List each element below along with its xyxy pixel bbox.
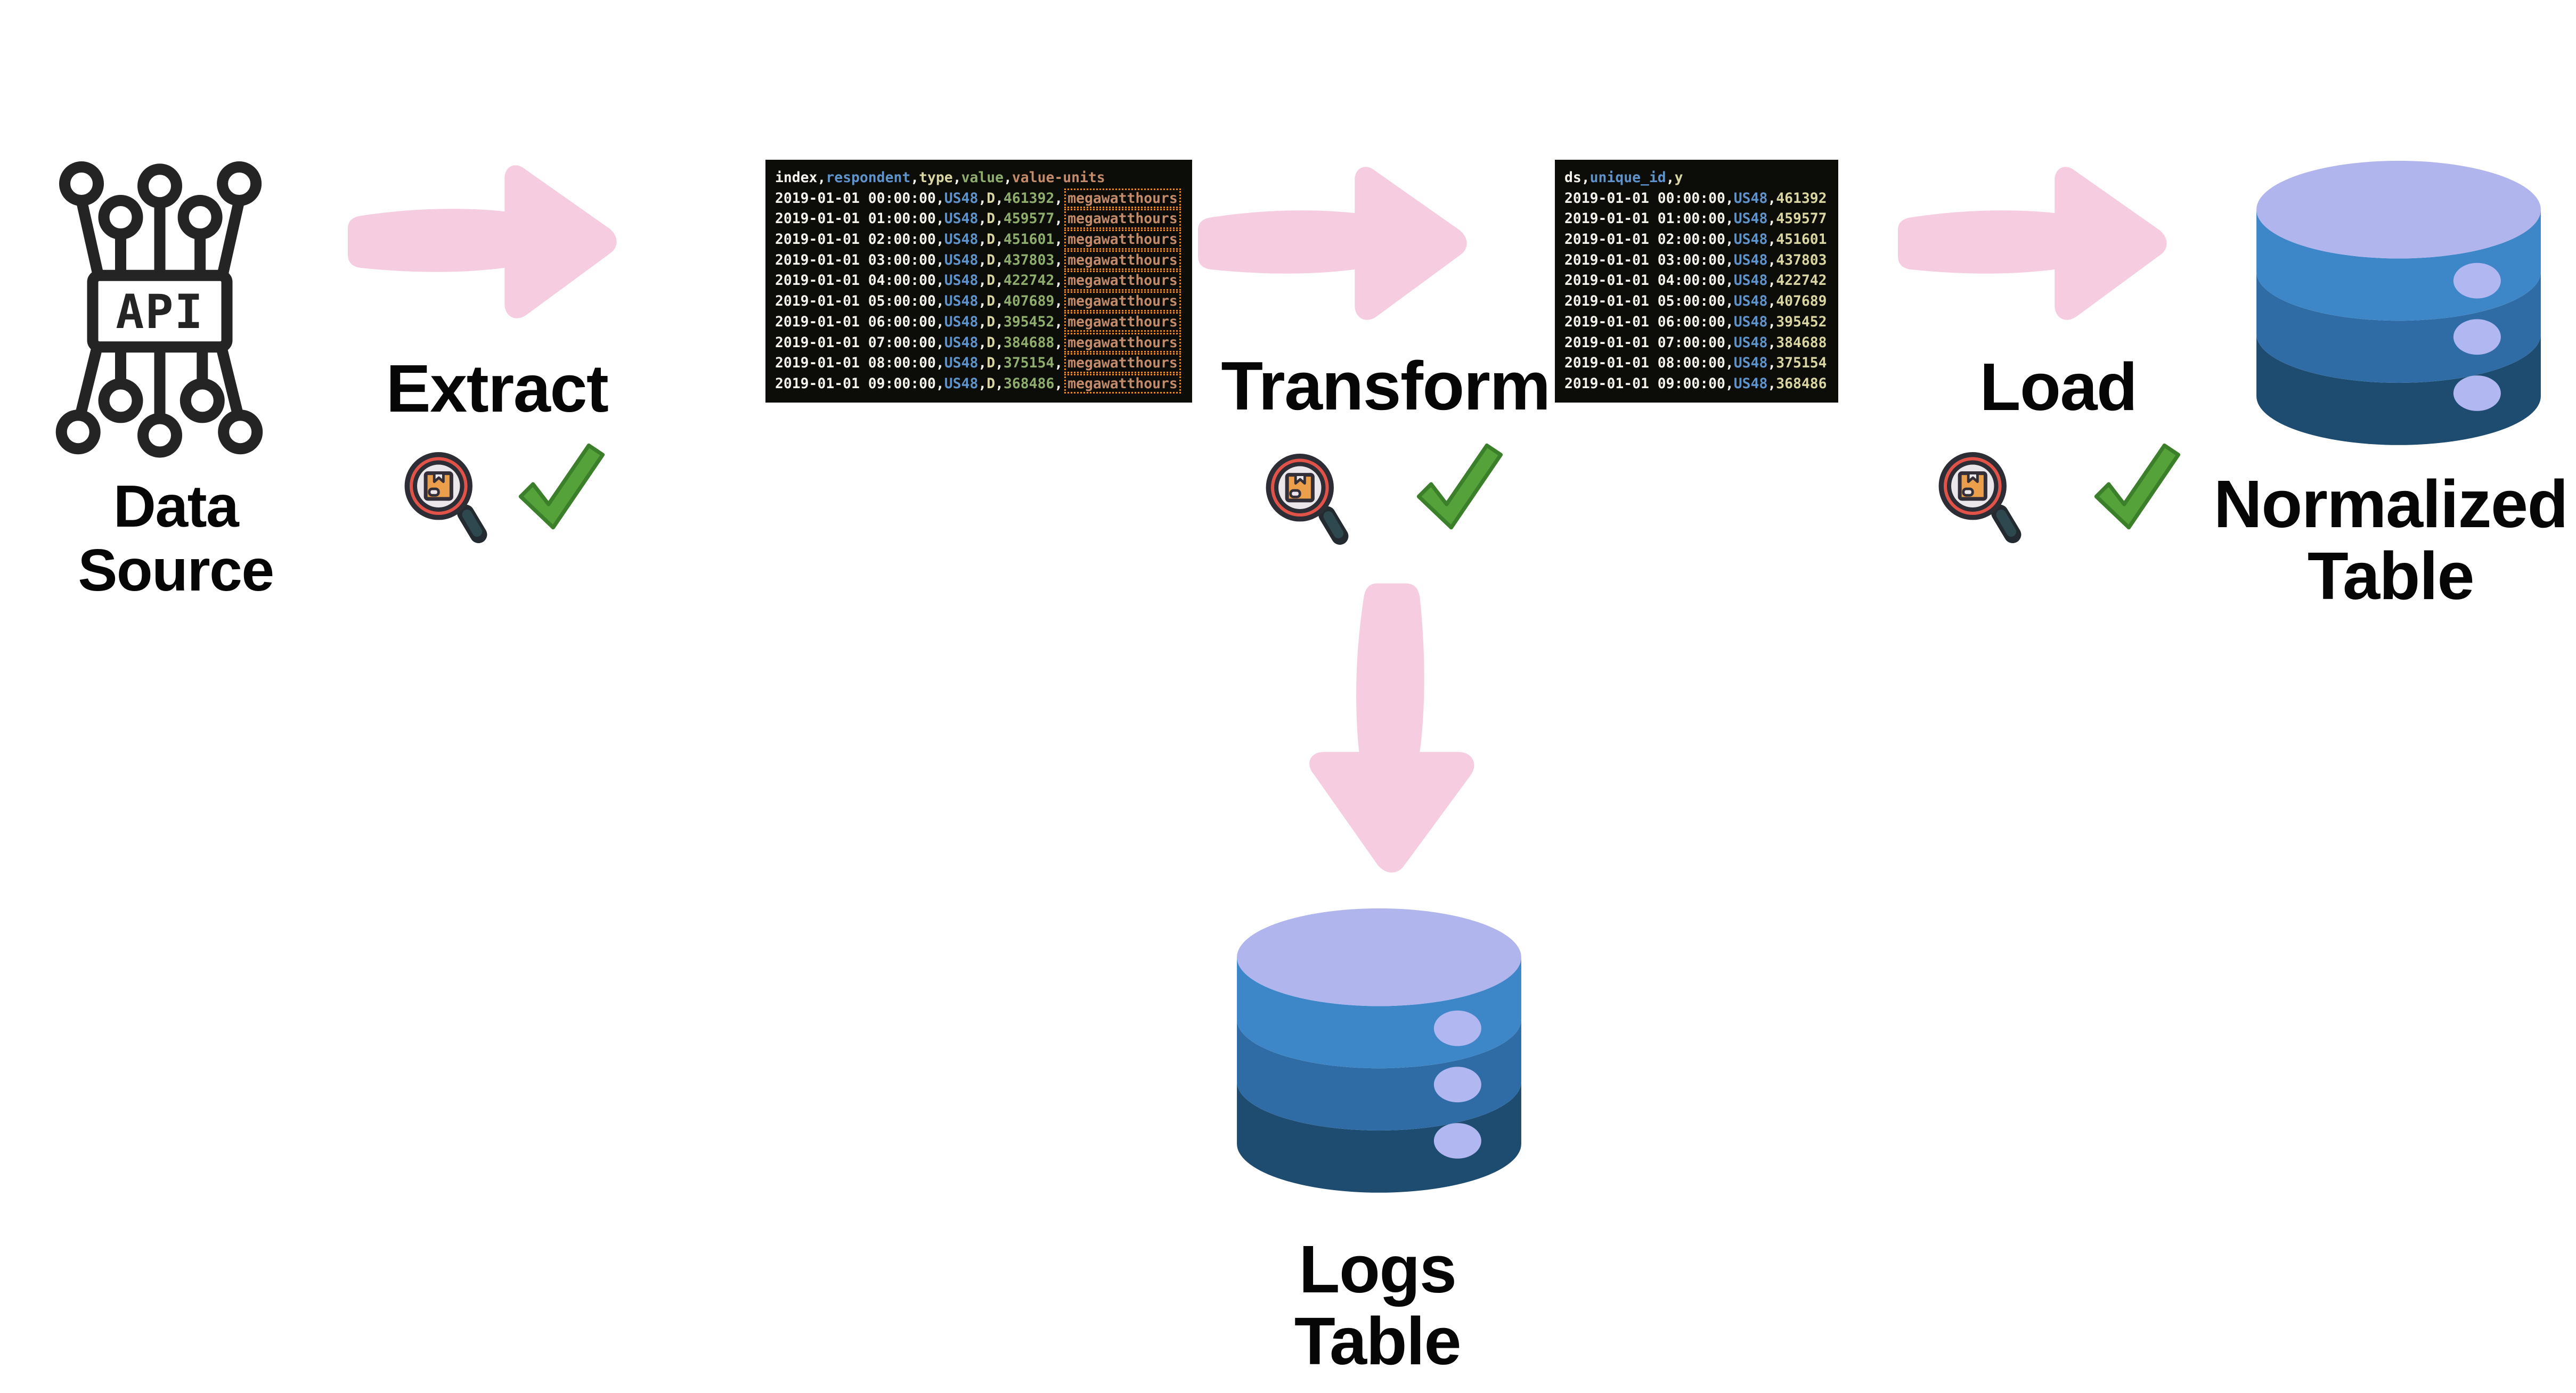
api-network-icon: API: [55, 161, 263, 458]
terminal-row: ds,unique_id,y: [1564, 169, 1683, 186]
checkmark-icon: [518, 443, 605, 530]
api-icon-text: API: [116, 284, 204, 339]
inspect-package-magnifier-icon: [404, 452, 487, 543]
arrow-transform-icon: [1197, 167, 1467, 320]
terminal-row: 2019-01-01 02:00:00,US48,D,451601,megawa…: [775, 230, 1181, 250]
normalized-table-database-icon: [2256, 160, 2541, 445]
terminal-row: 2019-01-01 00:00:00,US48,D,461392,megawa…: [775, 188, 1181, 209]
terminal-row: 2019-01-01 08:00:00,US48,375154: [1564, 355, 1827, 372]
transformed-csv-terminal: ds,unique_id,y 2019-01-01 00:00:00,US48,4…: [1555, 160, 1838, 403]
normalized-table-label: Normalized Table: [2213, 466, 2569, 613]
terminal-row: 2019-01-01 03:00:00,US48,D,437803,megawa…: [775, 250, 1181, 271]
terminal-row: 2019-01-01 09:00:00,US48,D,368486,megawa…: [775, 373, 1181, 395]
terminal-row: 2019-01-01 03:00:00,US48,437803: [1564, 251, 1827, 268]
terminal-row: 2019-01-01 01:00:00,US48,D,459577,megawa…: [775, 209, 1181, 230]
terminal-row: 2019-01-01 05:00:00,US48,407689: [1564, 293, 1827, 310]
terminal-row: index,respondent,type,value,value-units: [775, 169, 1105, 186]
terminal-row: 2019-01-01 04:00:00,US48,D,422742,megawa…: [775, 271, 1181, 291]
transform-label: Transform: [1221, 348, 1551, 424]
checkmark-icon: [1416, 443, 1503, 530]
terminal-row: 2019-01-01 06:00:00,US48,395452: [1564, 313, 1827, 330]
logs-table-label: Logs Table: [1294, 1232, 1462, 1379]
terminal-row: 2019-01-01 06:00:00,US48,D,395452,megawa…: [775, 312, 1181, 333]
terminal-row: 2019-01-01 07:00:00,US48,D,384688,megawa…: [775, 332, 1181, 354]
terminal-row: 2019-01-01 00:00:00,US48,461392: [1564, 190, 1827, 207]
extracted-csv-terminal: index,respondent,type,value,value-units 2…: [765, 160, 1192, 403]
extract-label: Extract: [386, 351, 609, 426]
inspect-package-magnifier-icon: [1266, 454, 1349, 545]
checkmark-icon: [2094, 443, 2181, 530]
logs-table-database-icon: [1237, 908, 1521, 1193]
data-source-label: Data Source: [78, 473, 274, 603]
terminal-row: 2019-01-01 09:00:00,US48,368486: [1564, 375, 1827, 392]
arrow-load-icon: [1897, 167, 2167, 320]
terminal-row: 2019-01-01 04:00:00,US48,422742: [1564, 272, 1827, 289]
terminal-row: 2019-01-01 07:00:00,US48,384688: [1564, 334, 1827, 351]
arrow-extract-icon: [347, 165, 617, 318]
terminal-row: 2019-01-01 08:00:00,US48,D,375154,megawa…: [775, 353, 1181, 374]
terminal-row: 2019-01-01 01:00:00,US48,459577: [1564, 210, 1827, 227]
inspect-package-magnifier-icon: [1938, 452, 2021, 543]
load-label: Load: [1979, 349, 2138, 424]
arrow-logs-icon: [1309, 583, 1474, 873]
terminal-row: 2019-01-01 05:00:00,US48,D,407689,megawa…: [775, 291, 1181, 312]
terminal-row: 2019-01-01 02:00:00,US48,451601: [1564, 231, 1827, 248]
